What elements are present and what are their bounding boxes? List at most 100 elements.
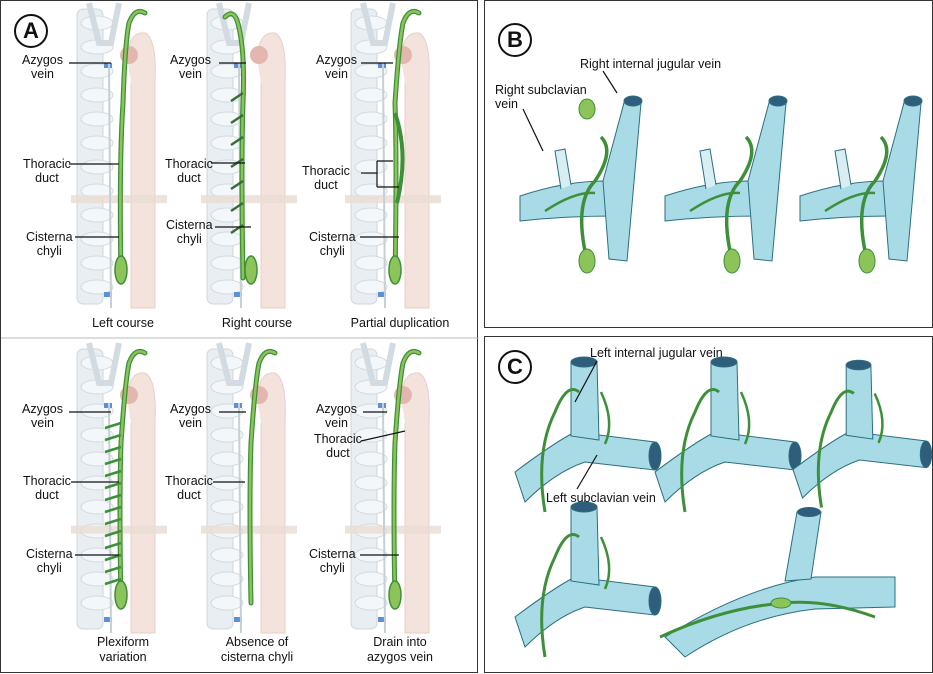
a3-cisterna-label: Cisterna chyli xyxy=(309,230,356,258)
a2-caption: Right course xyxy=(202,316,312,331)
vertebra-r2-1 xyxy=(211,596,243,610)
left-ijv-1 xyxy=(711,362,739,440)
ijv-opening-0 xyxy=(624,96,642,106)
azygos-r1-2 xyxy=(383,63,385,308)
plexus-branch-r2-0 xyxy=(105,423,121,428)
vertebra-r1-1 xyxy=(211,232,243,246)
marker-top-r2-1 xyxy=(234,403,242,408)
right-subclavian-vein-0 xyxy=(520,181,615,221)
right-subclavian-vein-2 xyxy=(800,181,895,221)
rsv-leader xyxy=(523,109,543,151)
a2-cisterna-label: Cisterna chyli xyxy=(166,218,213,246)
vertebra-r1-0 xyxy=(81,88,113,102)
b-rsv-label: Right subclavian vein xyxy=(495,83,587,111)
vertebra-r1-0 xyxy=(81,280,113,294)
marker-top-r1-2 xyxy=(378,63,386,68)
a2-azygos-label: Azygos vein xyxy=(170,53,211,81)
a6-duct-label: Thoracic duct xyxy=(314,432,362,460)
cisterna-chyli-r2-2 xyxy=(389,581,401,609)
vertebra-r1-2 xyxy=(355,208,387,222)
vertebra-r2-1 xyxy=(211,476,243,490)
a4-caption: Plexiform variation xyxy=(68,635,178,665)
left-subclavian-vein-1 xyxy=(655,432,795,502)
internal-jugular-vein-2 xyxy=(883,99,921,261)
vertebra-r1-2 xyxy=(355,112,387,126)
left-subclavian-vein-3 xyxy=(515,577,655,647)
aorta-r2-2 xyxy=(401,373,429,633)
panel-b-illustration xyxy=(485,1,933,329)
internal-jugular-vein-0 xyxy=(603,99,641,261)
vertebra-r1-0 xyxy=(81,208,113,222)
panel-a-illustration xyxy=(1,1,479,674)
ext-jugular-0 xyxy=(555,149,571,189)
diaphragm-r1-1 xyxy=(201,195,297,203)
ext-jugular-2 xyxy=(835,149,851,189)
vertebra-r1-2 xyxy=(355,88,387,102)
vertebra-r1-2 xyxy=(355,256,387,270)
b-rijv-label: Right internal jugular vein xyxy=(580,57,721,71)
a6-cisterna-label: Cisterna chyli xyxy=(309,547,356,575)
marker-top-r2-2 xyxy=(378,403,386,408)
cisterna-chyli-r1-0 xyxy=(115,256,127,284)
vertebra-r2-1 xyxy=(211,572,243,586)
vertebra-r1-1 xyxy=(211,208,243,222)
ijv-opening-1 xyxy=(769,96,787,106)
a5-caption: Absence of cisterna chyli xyxy=(202,635,312,665)
vertebra-r2-1 xyxy=(211,428,243,442)
diaphragm-r1-2 xyxy=(345,195,441,203)
vertebra-r1-0 xyxy=(81,160,113,174)
a3-duct-label: Thoracic duct xyxy=(302,164,350,192)
ijv-opening-2 xyxy=(846,360,871,370)
arch-node-r1-1 xyxy=(250,46,268,64)
panel-c-illustration xyxy=(485,337,933,674)
vertebra-r2-1 xyxy=(211,548,243,562)
vertebra-r1-1 xyxy=(211,256,243,270)
vertebra-r1-2 xyxy=(355,280,387,294)
a1-caption: Left course xyxy=(68,316,178,331)
vertebra-r2-2 xyxy=(355,500,387,514)
vertebra-r1-0 xyxy=(81,232,113,246)
cisterna-chyli-r1-1 xyxy=(245,256,257,284)
a2-duct-label: Thoracic duct xyxy=(165,157,213,185)
lymph-sac-2 xyxy=(859,249,875,273)
lsv-opening-3 xyxy=(649,587,661,615)
bottom-node xyxy=(771,598,791,608)
a5-duct-label: Thoracic duct xyxy=(165,474,213,502)
a5-azygos-label: Azygos vein xyxy=(170,402,211,430)
a3-azygos-label: Azygos vein xyxy=(316,53,357,81)
vertebra-r2-1 xyxy=(211,452,243,466)
vertebra-r2-2 xyxy=(355,596,387,610)
a6-azygos-label: Azygos vein xyxy=(316,402,357,430)
cisterna-chyli-r2-0 xyxy=(115,581,127,609)
lsv-opening-2 xyxy=(920,441,931,468)
vertebra-r1-2 xyxy=(355,136,387,150)
lsv-opening-0 xyxy=(649,442,661,470)
a4-cisterna-label: Cisterna chyli xyxy=(26,547,73,575)
vertebra-r1-2 xyxy=(355,160,387,174)
marker-top-r1-0 xyxy=(104,63,112,68)
internal-jugular-vein-1 xyxy=(748,99,786,261)
vertebra-r2-1 xyxy=(211,500,243,514)
a1-cisterna-label: Cisterna chyli xyxy=(26,230,73,258)
right-subclavian-vein-1 xyxy=(665,181,760,221)
aorta-r1-0 xyxy=(127,33,155,308)
a4-duct-label: Thoracic duct xyxy=(23,474,71,502)
a6-caption: Drain into azygos vein xyxy=(335,635,465,665)
rijv-leader xyxy=(603,71,617,93)
vertebra-r2-2 xyxy=(355,476,387,490)
vertebra-r1-1 xyxy=(211,280,243,294)
cisterna-chyli-r1-2 xyxy=(389,256,401,284)
bottom-ijv xyxy=(785,512,821,581)
left-subclavian-vein-2 xyxy=(793,432,926,499)
a3-caption: Partial duplication xyxy=(335,316,465,331)
vertebra-r2-0 xyxy=(81,596,113,610)
c-lijv-label: Left internal jugular vein xyxy=(590,346,723,360)
left-ijv-2 xyxy=(846,365,873,439)
marker-top-r2-0 xyxy=(104,403,112,408)
aorta-r1-1 xyxy=(257,33,285,308)
a1-azygos-label: Azygos vein xyxy=(22,53,63,81)
vertebra-r1-2 xyxy=(355,232,387,246)
a1-duct-label: Thoracic duct xyxy=(23,157,71,185)
vertebra-r1-1 xyxy=(211,136,243,150)
vertebra-r2-2 xyxy=(355,572,387,586)
